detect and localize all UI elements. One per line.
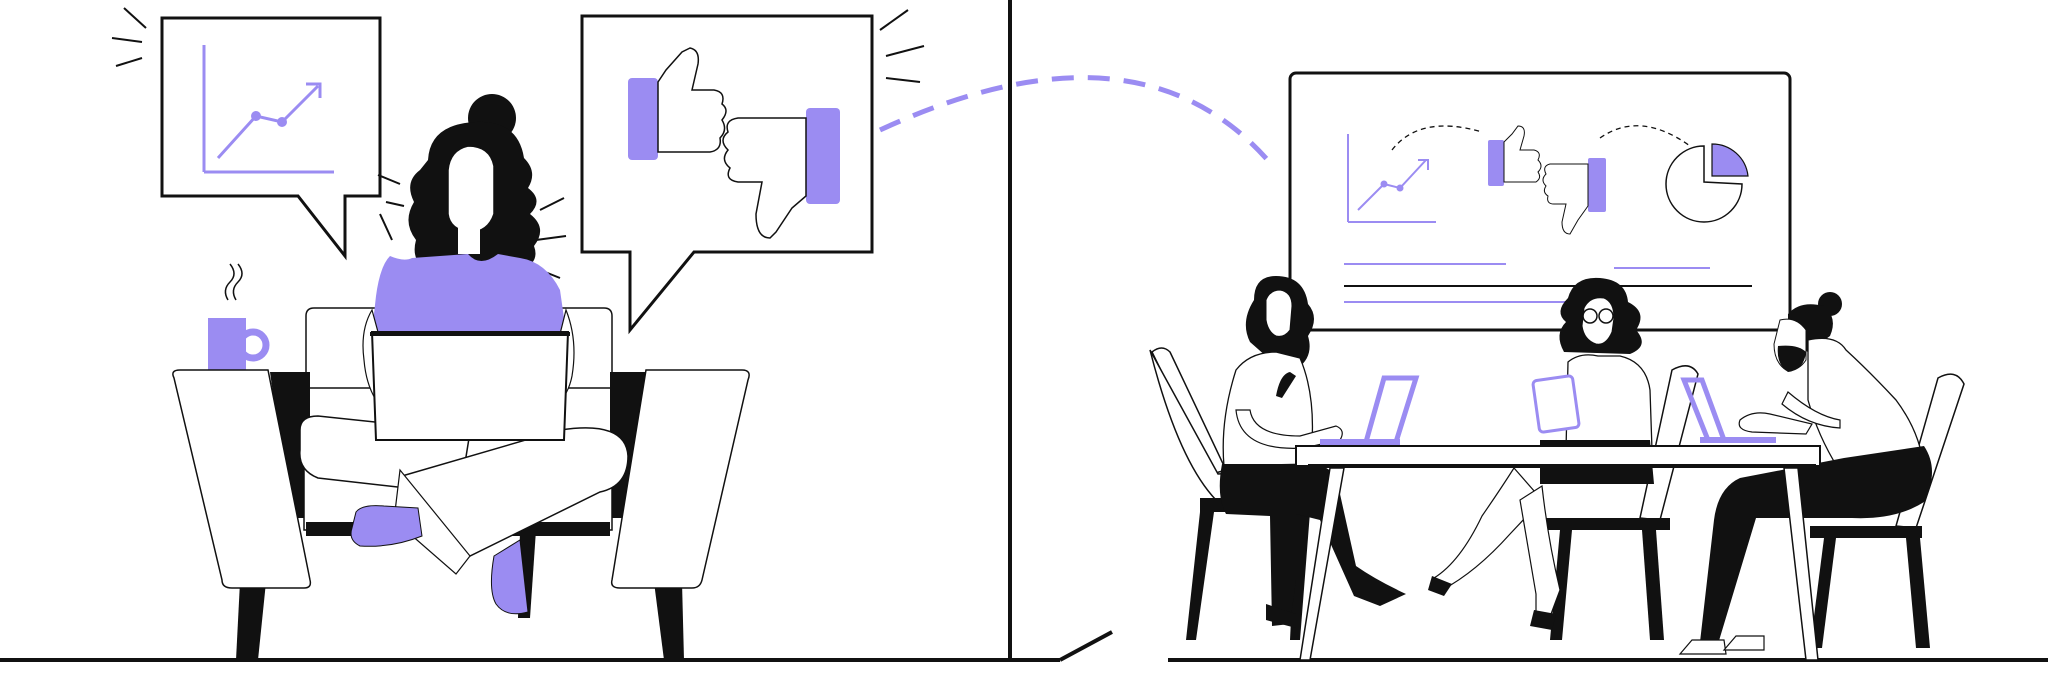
board-thumbs-up-icon bbox=[1488, 125, 1542, 186]
colleague-woman-left bbox=[1219, 276, 1406, 628]
connection-arc bbox=[878, 75, 1274, 167]
meeting-chair-middle bbox=[1544, 365, 1699, 640]
board-thumbs-down-icon bbox=[1542, 158, 1606, 235]
table-laptop-left bbox=[1320, 375, 1420, 445]
thumbs-down-icon bbox=[722, 108, 840, 239]
table-laptop-right bbox=[1680, 377, 1776, 443]
left-foot bbox=[350, 505, 423, 547]
woman-purple-top bbox=[372, 254, 566, 332]
meeting-table bbox=[1295, 445, 1821, 661]
chart-speech-bubble bbox=[160, 16, 382, 261]
colleague-woman-middle bbox=[1428, 277, 1654, 630]
colleague-man-right bbox=[1678, 292, 1932, 655]
floor-lines bbox=[0, 630, 2048, 662]
board-growth-chart-icon bbox=[1347, 134, 1436, 223]
right-foot bbox=[490, 539, 529, 615]
presentation-board bbox=[1288, 71, 1792, 332]
coffee-mug-icon bbox=[208, 263, 270, 372]
woman-with-laptop bbox=[299, 94, 629, 615]
laptop-icon bbox=[370, 331, 570, 441]
feedback-speech-bubble bbox=[580, 14, 874, 335]
growth-chart-icon bbox=[202, 45, 334, 174]
pie-chart-icon bbox=[1665, 143, 1749, 223]
emphasis-lines-left bbox=[111, 7, 405, 241]
tablet-icon bbox=[1531, 374, 1581, 434]
thumbs-up-icon bbox=[628, 47, 727, 160]
woman-face bbox=[447, 145, 495, 233]
